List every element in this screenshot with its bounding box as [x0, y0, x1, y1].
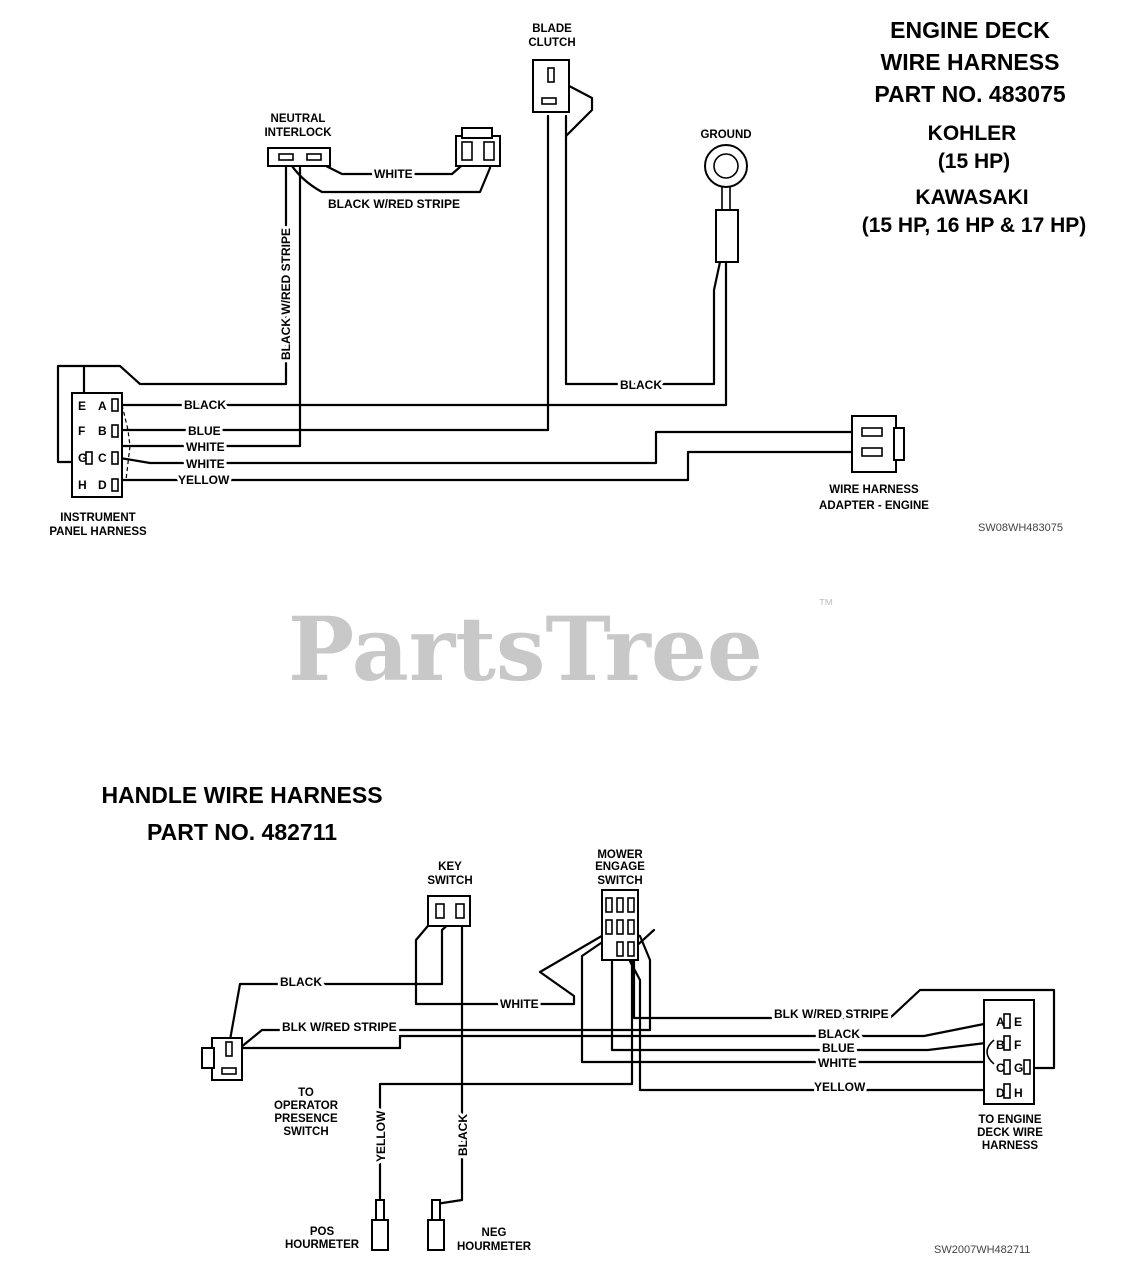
wire-label-yellow: YELLOW — [178, 473, 230, 487]
engine-line-kohler-hp: (15 HP) — [938, 150, 1010, 173]
adapter-label-1: WIRE HARNESS — [829, 484, 919, 496]
engine-wire-labels: WHITE BLACK W/RED STRIPE BLACK W/RED STR… — [175, 164, 665, 490]
panel-pin-a: A — [98, 399, 107, 413]
handle-wire-labels: BLACK BLK W/RED STRIPE WHITE BLK W/RED S… — [277, 972, 892, 1165]
deck-pin-d: D — [996, 1086, 1005, 1100]
deck-pin-g: G — [1014, 1061, 1023, 1075]
handle-drawing-code: SW2007WH482711 — [934, 1244, 1030, 1256]
to-engine-deck-label-2: DECK WIRE — [977, 1127, 1043, 1139]
mower-engage-switch-connector: MOWER ENGAGE SWITCH — [595, 849, 645, 961]
neg-hourmeter-label-2: HOURMETER — [457, 1241, 532, 1253]
wire-label-black-red-stripe: BLACK W/RED STRIPE — [328, 197, 460, 211]
engine-title-line-1: ENGINE DECK — [890, 17, 1050, 43]
deck-pins-right: E F G H — [1014, 1015, 1023, 1100]
interlock-mate-connector — [455, 127, 501, 167]
engine-line-kawasaki: KAWASAKI — [915, 186, 1028, 209]
handle-wire-label-black-vertical: BLACK — [456, 1114, 470, 1156]
panel-pins-left: E F G H — [78, 399, 87, 492]
wire-label-black-red-vertical: BLACK W/RED STRIPE — [279, 228, 293, 360]
watermark-trademark: ™ — [818, 597, 834, 614]
handle-wire-label-white-2: WHITE — [818, 1056, 857, 1070]
neg-hourmeter-terminal: NEG HOURMETER — [427, 1199, 532, 1253]
watermark: PartsTree ™ — [288, 597, 834, 701]
wire-label-black-ground: BLACK — [620, 378, 662, 392]
pos-hourmeter-terminal: POS HOURMETER — [285, 1199, 389, 1251]
deck-pin-a: A — [996, 1015, 1005, 1029]
blade-clutch-label-2: CLUTCH — [528, 37, 575, 49]
engine-title-line-3: PART NO. 483075 — [874, 81, 1066, 107]
engine-line-kawasaki-hp: (15 HP, 16 HP & 17 HP) — [862, 214, 1087, 237]
wire-label-blue: BLUE — [188, 424, 221, 438]
blade-clutch-connector: BLADE CLUTCH — [528, 23, 576, 113]
panel-pin-c: C — [98, 451, 107, 465]
engine-drawing-code: SW08WH483075 — [978, 522, 1063, 534]
ground-terminal: GROUND — [700, 129, 752, 263]
blade-clutch-label-1: BLADE — [532, 23, 572, 35]
deck-pin-e: E — [1014, 1015, 1022, 1029]
engine-deck-title: ENGINE DECK WIRE HARNESS PART NO. 483075… — [862, 17, 1087, 237]
handle-title-line-2: PART NO. 482711 — [147, 819, 337, 845]
key-switch-connector: KEY SWITCH — [427, 861, 473, 927]
operator-presence-connector: TO OPERATOR PRESENCE SWITCH — [201, 1037, 339, 1138]
deck-pin-c: C — [996, 1061, 1005, 1075]
to-engine-deck-label-3: HARNESS — [982, 1140, 1039, 1152]
handle-wire-label-yellow: YELLOW — [814, 1080, 866, 1094]
panel-pin-h: H — [78, 478, 87, 492]
pos-hourmeter-label-2: HOURMETER — [285, 1239, 360, 1251]
handle-wire-label-blue: BLUE — [822, 1041, 855, 1055]
watermark-text: PartsTree — [288, 597, 763, 701]
engine-title-line-2: WIRE HARNESS — [881, 49, 1060, 75]
wire-label-white-2: WHITE — [186, 457, 225, 471]
wire-label-black: BLACK — [184, 398, 226, 412]
handle-wire-label-blk-red-left: BLK W/RED STRIPE — [282, 1020, 397, 1034]
handle-wire-label-black: BLACK — [818, 1027, 860, 1041]
mower-engage-label-3: SWITCH — [597, 875, 642, 887]
operator-label-3: PRESENCE — [274, 1113, 338, 1125]
key-switch-label-2: SWITCH — [427, 875, 472, 887]
handle-wire-label-blk-red-right: BLK W/RED STRIPE — [774, 1007, 889, 1021]
engine-adapter-connector: WIRE HARNESS ADAPTER - ENGINE — [819, 415, 929, 512]
deck-pin-h: H — [1014, 1086, 1023, 1100]
neutral-interlock-label-2: INTERLOCK — [264, 127, 332, 139]
handle-wires — [226, 912, 1056, 1206]
deck-pin-b: B — [996, 1038, 1005, 1052]
panel-pin-f: F — [78, 424, 85, 438]
operator-label-1: TO — [298, 1087, 314, 1099]
deck-pins-left: A B C D — [996, 1015, 1005, 1100]
panel-pins-right: A B C D — [98, 399, 107, 492]
neutral-interlock-label-1: NEUTRAL — [271, 113, 326, 125]
key-switch-label-1: KEY — [438, 861, 462, 873]
panel-pin-g: G — [78, 451, 87, 465]
neutral-interlock-connector: NEUTRAL INTERLOCK — [264, 113, 332, 167]
handle-title-line-1: HANDLE WIRE HARNESS — [101, 782, 382, 808]
ground-label: GROUND — [700, 129, 751, 141]
pos-hourmeter-label-1: POS — [310, 1226, 335, 1238]
deck-pin-f: F — [1014, 1038, 1021, 1052]
handle-wire-label-yellow-vertical: YELLOW — [374, 1110, 388, 1162]
mower-engage-label-1: MOWER — [597, 849, 643, 861]
operator-label-2: OPERATOR — [274, 1100, 339, 1112]
wire-label-white-1: WHITE — [186, 440, 225, 454]
instrument-panel-label-1: INSTRUMENT — [60, 512, 135, 524]
handle-title: HANDLE WIRE HARNESS PART NO. 482711 — [101, 782, 382, 845]
engine-deck-wires — [56, 76, 858, 482]
instrument-panel-label-2: PANEL HARNESS — [49, 526, 147, 538]
panel-pin-e: E — [78, 399, 86, 413]
panel-pin-d: D — [98, 478, 107, 492]
engine-line-kohler: KOHLER — [928, 122, 1017, 145]
to-engine-deck-connector: A B C D E F G H TO ENGINE DECK WIRE HARN… — [977, 999, 1043, 1152]
operator-label-4: SWITCH — [283, 1126, 328, 1138]
instrument-panel-connector: E F G H A B C D INSTRUMENT PANEL HARNESS — [49, 392, 147, 538]
adapter-label-2: ADAPTER - ENGINE — [819, 500, 929, 512]
neg-hourmeter-label-1: NEG — [482, 1227, 507, 1239]
panel-pin-b: B — [98, 424, 107, 438]
wire-label-white-top: WHITE — [374, 167, 413, 181]
handle-wire-label-white: WHITE — [500, 997, 539, 1011]
to-engine-deck-label-1: TO ENGINE — [978, 1114, 1041, 1126]
mower-engage-label-2: ENGAGE — [595, 861, 645, 873]
handle-wire-label-black-top: BLACK — [280, 975, 322, 989]
